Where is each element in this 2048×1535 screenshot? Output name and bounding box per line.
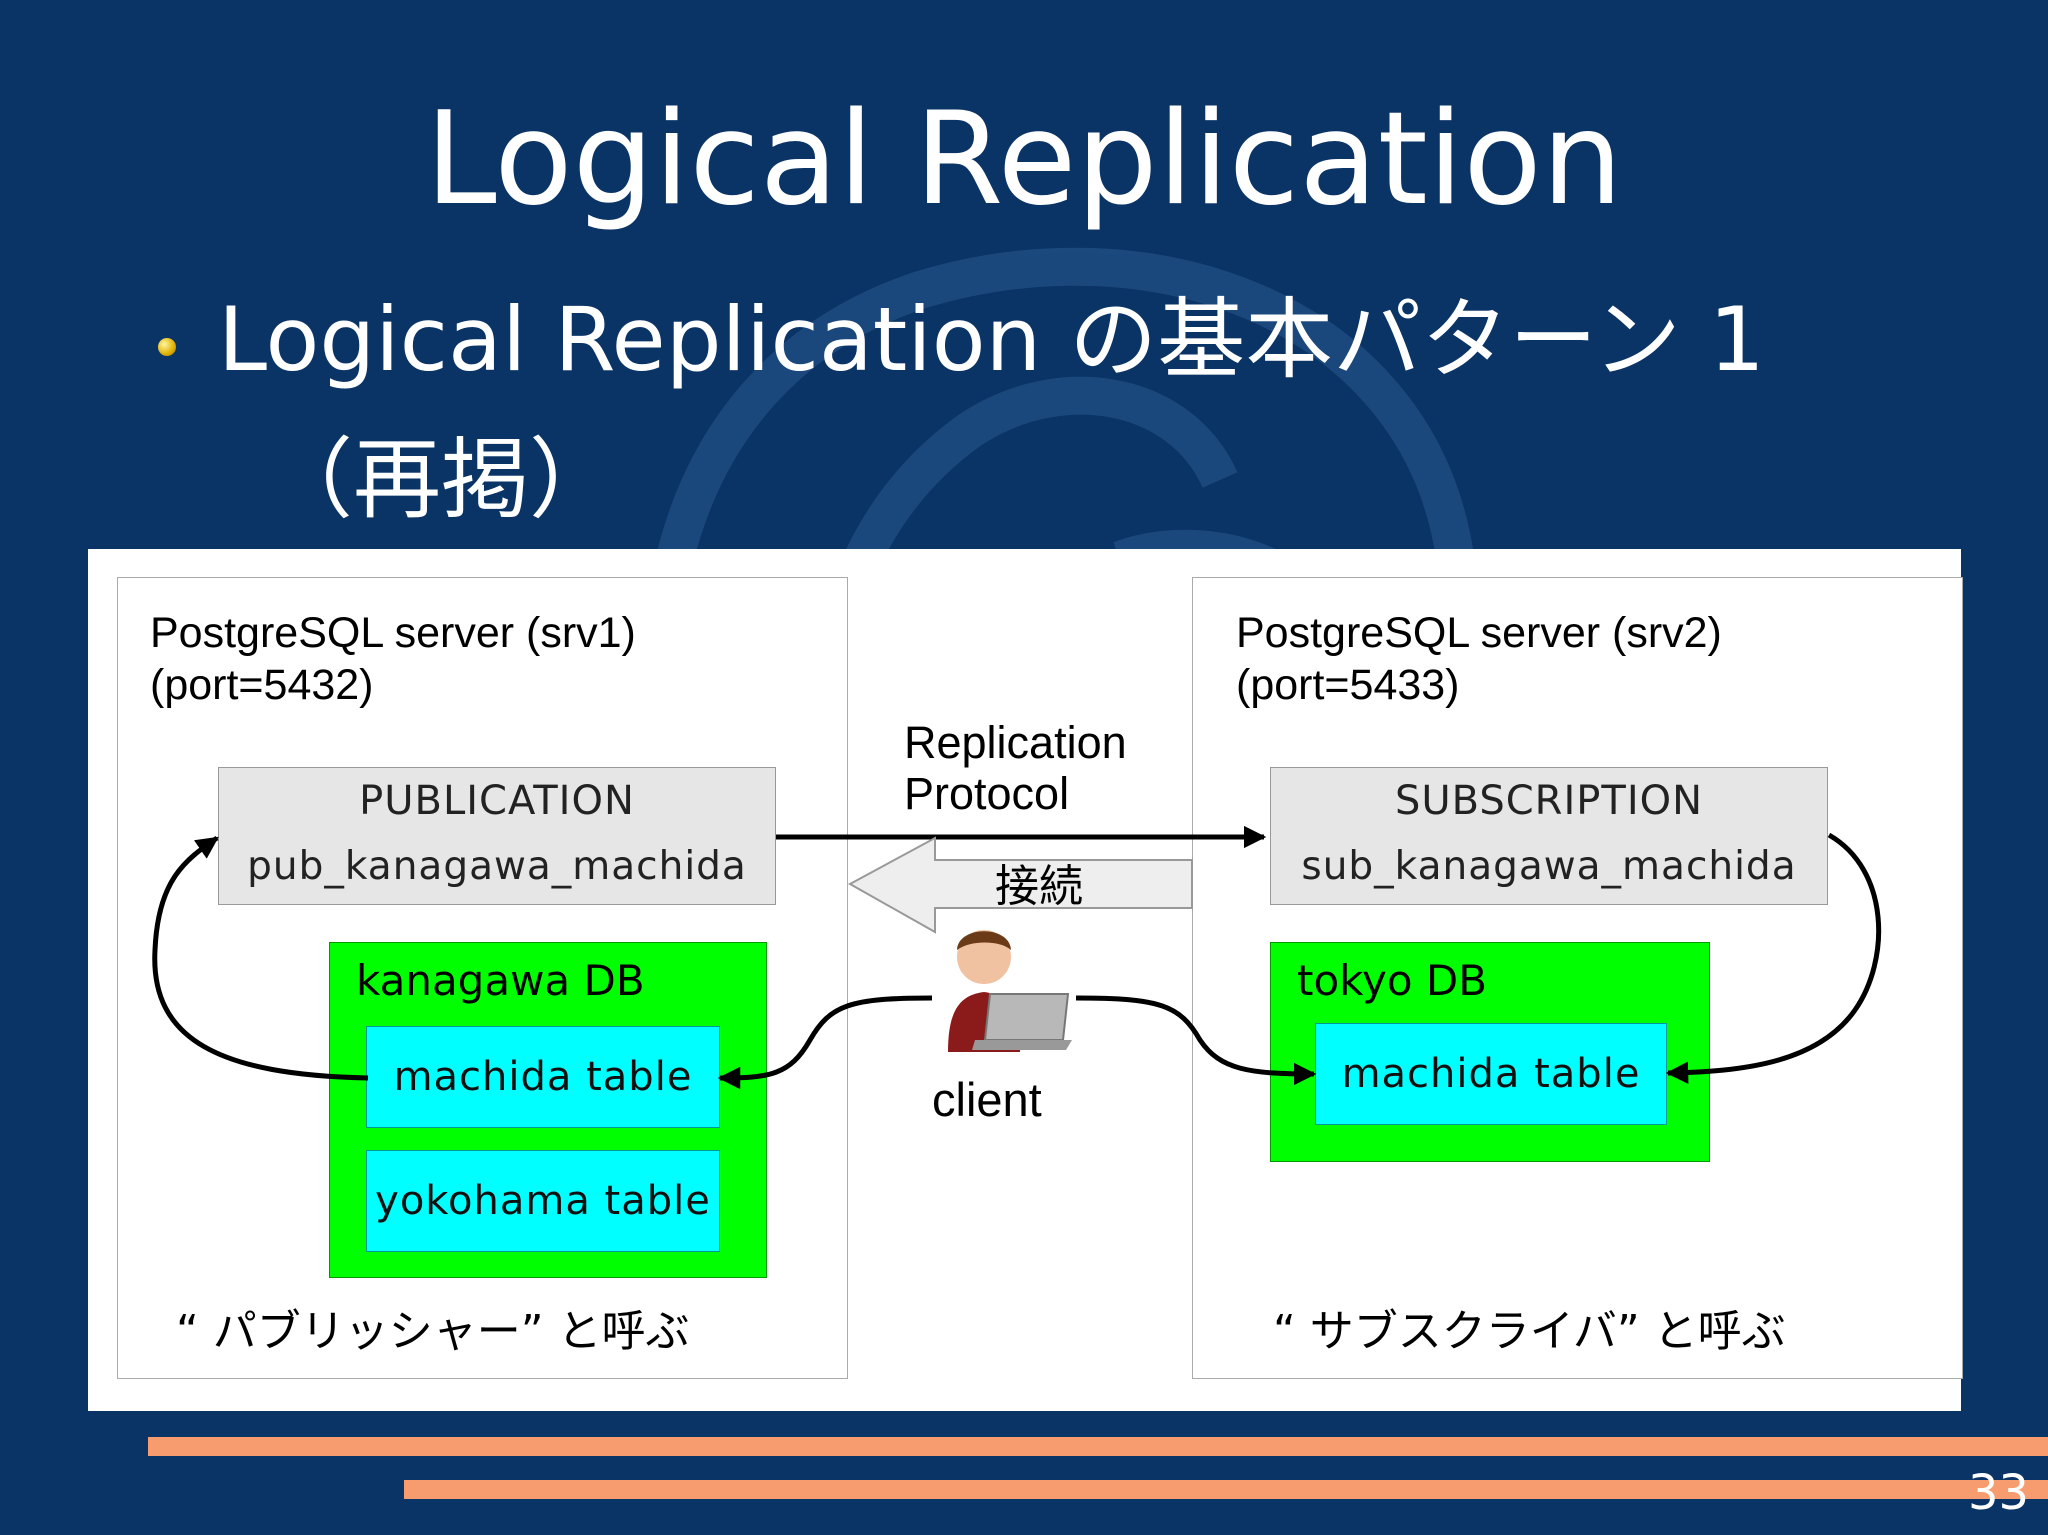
db-label: kanagawa DB (356, 956, 645, 1005)
db-label: tokyo DB (1297, 956, 1488, 1005)
client-to-subscriber-arrow (1075, 995, 1317, 1086)
publisher-table-machida: machida table (366, 1026, 720, 1128)
replication-protocol-label: Replication Protocol (904, 717, 1127, 819)
client-label: client (932, 1073, 1042, 1126)
subscriber-loop-arrow (1665, 832, 1882, 1084)
page-number: 33 (1968, 1465, 2030, 1521)
subscriber-caption: “ サブスクライバ” と呼ぶ (1273, 1306, 1786, 1357)
protocol-line1: Replication (904, 717, 1127, 768)
protocol-line2: Protocol (904, 768, 1070, 819)
kanagawa-db-box: kanagawa DB machida table yokohama table (329, 942, 767, 1278)
publication-box: PUBLICATION pub_kanagawa_machida (218, 767, 776, 905)
client-person-icon (948, 930, 1072, 1052)
footer-stripe-bottom (404, 1480, 2048, 1499)
bullet-text-continued: （再掲） (265, 428, 618, 531)
subscriber-server-label: PostgreSQL server (srv2) (1236, 609, 1722, 657)
diagram-panel: PostgreSQL server (srv1) (port=5432) PUB… (88, 549, 1963, 1411)
connect-label: 接続 (995, 861, 1083, 912)
publisher-server-label: PostgreSQL server (srv1) (150, 609, 636, 657)
subscriber-table-machida: machida table (1315, 1023, 1667, 1125)
bullet-icon (158, 338, 176, 356)
bullet-text: Logical Replication の基本パターン 1 (218, 288, 1765, 391)
tokyo-db-box: tokyo DB machida table (1270, 942, 1710, 1162)
subscriber-port-label: (port=5433) (1236, 661, 1460, 709)
publisher-caption: “ パブリッシャー” と呼ぶ (176, 1306, 690, 1357)
slide-title: Logical Replication (425, 85, 1623, 234)
connect-arrow (847, 836, 1193, 934)
publisher-loop-arrow (152, 835, 369, 1081)
publication-name: pub_kanagawa_machida (247, 844, 747, 889)
publisher-port-label: (port=5432) (150, 661, 374, 709)
publication-title: PUBLICATION (359, 778, 635, 824)
publisher-table-yokohama: yokohama table (366, 1150, 720, 1252)
subscription-box: SUBSCRIPTION sub_kanagawa_machida (1270, 767, 1828, 905)
subscription-name: sub_kanagawa_machida (1301, 844, 1797, 889)
client-to-publisher-arrow (717, 995, 933, 1090)
footer-stripe-top (148, 1437, 2048, 1456)
subscription-title: SUBSCRIPTION (1394, 778, 1704, 824)
